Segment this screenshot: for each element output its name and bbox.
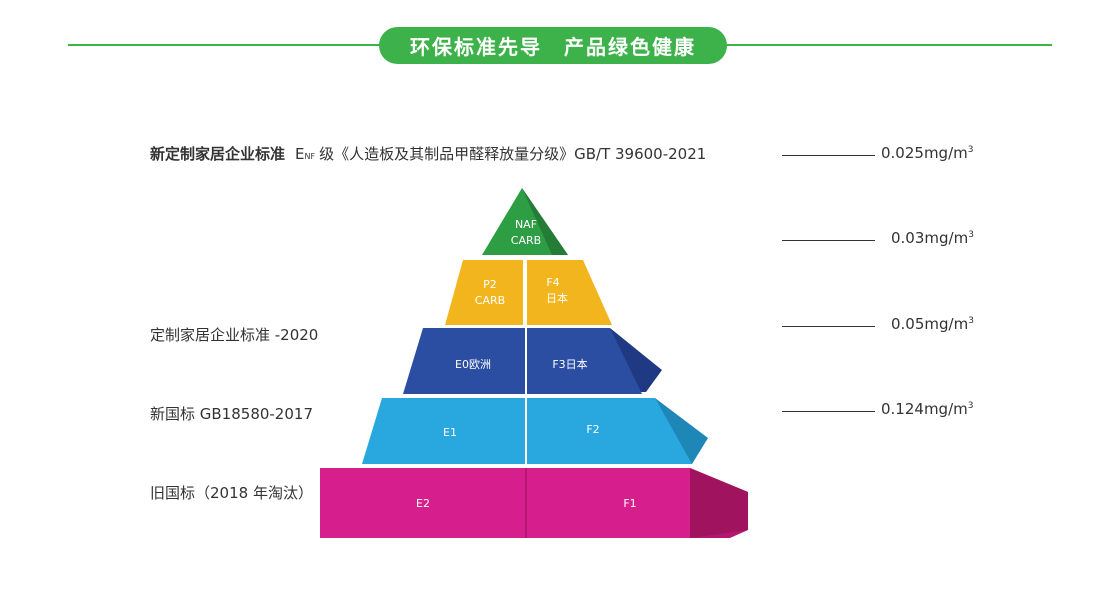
tier5-right-text: F1 — [623, 497, 636, 510]
tier1-text-1: NAF — [515, 218, 537, 231]
value-003: 0.03mg/m3 — [891, 229, 974, 247]
value-rule — [782, 155, 875, 156]
grade-letter: E — [295, 145, 305, 163]
value-0124: 0.124mg/m3 — [881, 400, 974, 418]
tier1-text-2: CARB — [511, 234, 541, 247]
standard-bold-label: 新定制家居企业标准 — [150, 145, 286, 163]
tier4-right-text: F2 — [586, 423, 599, 436]
header-line-right — [726, 44, 1052, 46]
pyramid-tier-3: E0欧洲 F3日本 — [403, 328, 662, 394]
grade-subscript: NF — [304, 152, 316, 161]
tier2-left-text-1: P2 — [483, 278, 497, 291]
label-enterprise-standard-2020: 定制家居企业标准 -2020 — [150, 326, 319, 344]
pyramid-tier-2: P2 CARB F4 日本 — [445, 260, 612, 325]
label-new-national-standard: 新国标 GB18580-2017 — [150, 405, 313, 423]
value-rule — [782, 326, 875, 327]
grade-text: 级《人造板及其制品甲醛释放量分级》GB/T 39600-2021 — [319, 145, 707, 163]
value-rule — [782, 411, 875, 412]
tier3-right-text: F3日本 — [552, 357, 587, 371]
tier3-left-text: E0欧洲 — [455, 358, 491, 371]
header-title: 环保标准先导 产品绿色健康 — [379, 27, 727, 64]
pyramid-tier-4: E1 F2 — [362, 398, 708, 464]
label-old-national-standard: 旧国标（2018 年淘汰） — [150, 484, 313, 502]
header-line-left — [68, 44, 380, 46]
pyramid-tier-1: NAF CARB — [482, 188, 568, 255]
formaldehyde-pyramid: E2 F1 E1 F2 E0欧洲 F3日本 P2 CARB F4 日本 NAF … — [320, 188, 748, 538]
tier2-right-text-1: F4 — [546, 276, 559, 289]
value-rule — [782, 240, 875, 241]
tier5-left-text: E2 — [416, 497, 430, 510]
tier2-right-text-2: 日本 — [546, 291, 568, 305]
tier4-left-text: E1 — [443, 426, 457, 439]
pyramid-tier-5: E2 F1 — [320, 468, 748, 538]
value-005: 0.05mg/m3 — [891, 315, 974, 333]
value-0025: 0.025mg/m3 — [881, 144, 974, 162]
tier2-left-text-2: CARB — [475, 294, 505, 307]
